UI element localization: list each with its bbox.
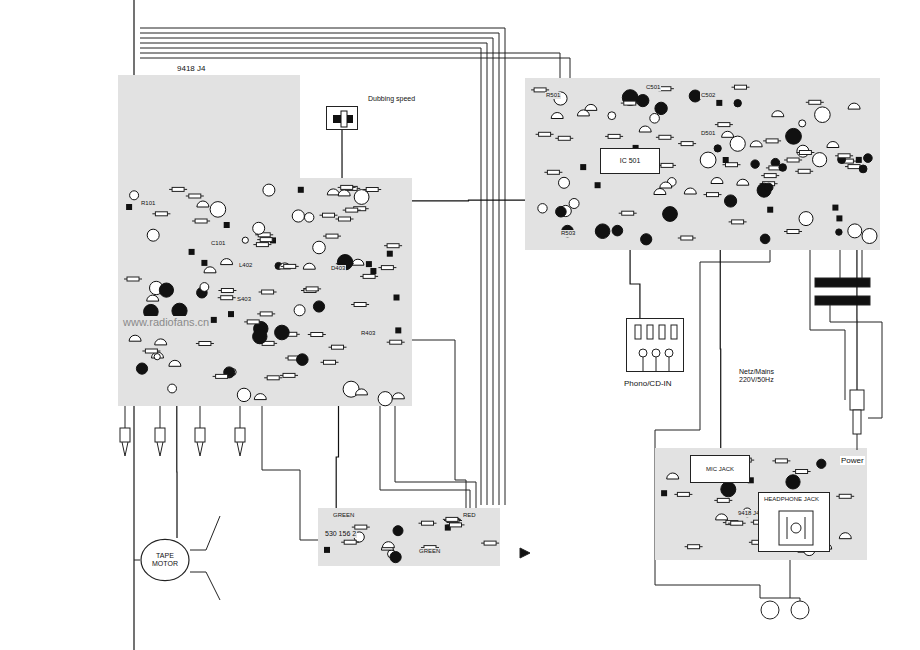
diode-symbol <box>520 548 530 558</box>
plug <box>155 428 165 442</box>
part-label: D403 <box>330 265 346 272</box>
connector-plugs <box>120 406 245 456</box>
node-text: HEADPHONE JACK <box>763 496 820 503</box>
headphone-pcb: 9418 J4 MIC JACK HEADPHONE JACK <box>655 448 867 560</box>
input-connector: Phono/CD-IN <box>626 318 684 372</box>
switch-contact <box>190 516 220 550</box>
node-text: Power <box>840 456 865 465</box>
wire <box>262 406 318 540</box>
plug <box>195 428 205 442</box>
plug <box>761 601 779 619</box>
node-text: MIC JACK <box>706 466 734 473</box>
part-label: D501 <box>700 130 716 137</box>
wire-connector <box>176 406 177 538</box>
wire <box>134 560 140 561</box>
part-label: R101 <box>140 200 156 207</box>
plug-tip <box>122 442 243 456</box>
wire <box>790 560 791 598</box>
part-label: GREEN <box>418 548 441 555</box>
wire <box>830 305 882 418</box>
part-label: L402 <box>238 262 253 269</box>
ic-chip: IC 501 <box>600 148 660 174</box>
slide-switch: Dubbing speed <box>326 106 358 130</box>
wire <box>380 406 470 508</box>
component-art <box>327 107 357 129</box>
wire <box>760 598 800 601</box>
wire <box>810 232 845 400</box>
motor-symbol: TAPE MOTOR <box>140 538 190 582</box>
part-label: S403 <box>236 296 252 303</box>
wire <box>140 58 570 78</box>
wire <box>395 406 476 508</box>
wire-connector <box>336 406 338 508</box>
wire-connector <box>412 200 525 202</box>
node-text: 9418 J4 <box>176 64 206 73</box>
part-label: R403 <box>360 330 376 337</box>
wire-connector <box>630 250 640 318</box>
part-label: R503 <box>560 230 576 237</box>
node-text: C501 <box>645 84 661 91</box>
wire-connector <box>341 130 342 178</box>
part-label: GREEN <box>332 512 355 519</box>
wire <box>125 406 240 428</box>
watermark: www.radiofans.cn <box>122 316 210 329</box>
pcb-extension <box>118 75 300 181</box>
component-art <box>525 78 880 250</box>
main-pcb: 9418 J4 <box>118 178 412 406</box>
wire-connector <box>720 250 722 448</box>
plug <box>120 428 130 442</box>
amplifier-pcb: C501 IC 501 <box>525 78 880 250</box>
node-text: 9418 J4 <box>737 510 760 517</box>
wire <box>140 53 560 78</box>
component-art <box>846 390 868 450</box>
part-label: C502 <box>700 92 716 99</box>
node-text: IC 501 <box>620 157 641 165</box>
jack-socket: HEADPHONE JACK <box>758 492 830 552</box>
node-text: Phono/CD-IN <box>623 379 673 388</box>
transformer-core <box>815 296 870 305</box>
plug <box>235 428 245 442</box>
wire <box>412 340 466 508</box>
plug <box>791 601 809 619</box>
part-label: Netz/Mains 220V/50Hz <box>738 368 798 384</box>
component-art <box>118 178 412 406</box>
power-switch: Power <box>846 390 868 450</box>
jack-socket: MIC JACK <box>690 455 750 483</box>
node-text: Dubbing speed <box>367 95 416 103</box>
switch-contact <box>190 572 220 600</box>
part-label: RED <box>462 512 477 519</box>
part-label: C101 <box>210 240 226 247</box>
node-text: 530 156 2 <box>324 530 357 538</box>
component-art <box>627 319 683 371</box>
part-label: R501 <box>545 92 561 99</box>
wire-connector <box>856 250 857 390</box>
transformer-core <box>815 278 870 287</box>
node-text: TAPE MOTOR <box>145 552 185 568</box>
